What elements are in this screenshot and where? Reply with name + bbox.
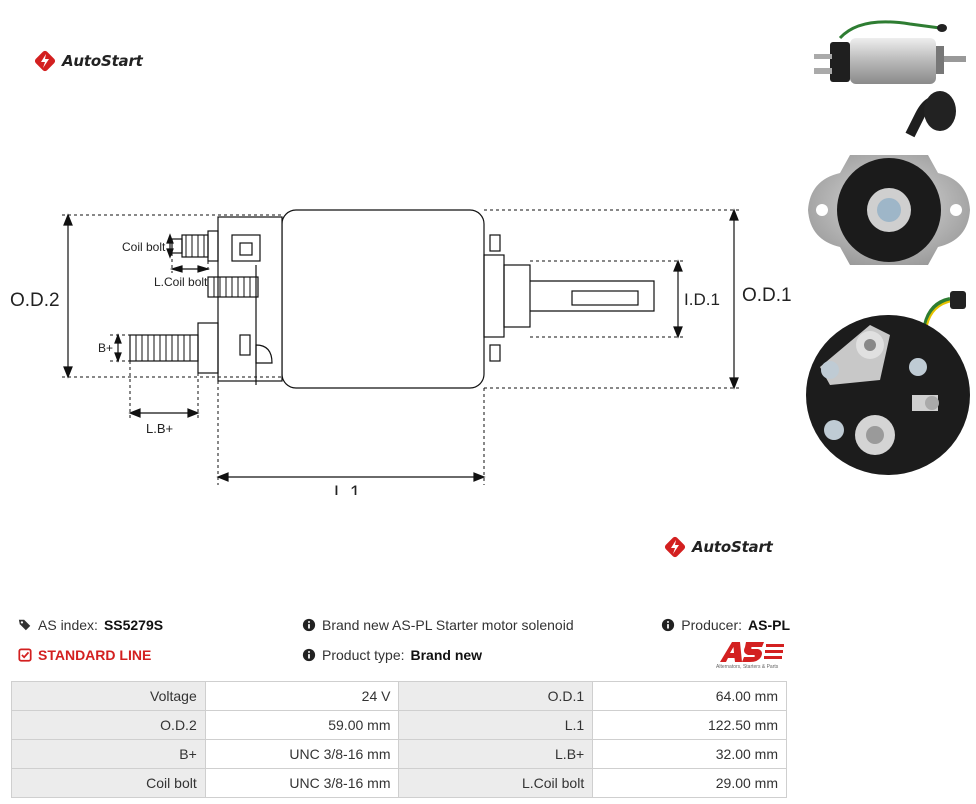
as-index: AS index: SS5279S bbox=[18, 617, 163, 633]
spec-label: Coil bolt bbox=[11, 768, 206, 798]
producer-value: AS-PL bbox=[748, 617, 790, 633]
info-icon bbox=[302, 618, 316, 632]
coil-bolt-label: Coil bolt bbox=[122, 240, 166, 254]
product-type-value: Brand new bbox=[410, 647, 483, 663]
spec-value: 64.00 mm bbox=[592, 681, 787, 711]
spec-label: Voltage bbox=[11, 681, 206, 711]
spec-value: 29.00 mm bbox=[592, 768, 787, 798]
l1-label: L.1 bbox=[334, 483, 360, 495]
l-b-plus-label: L.B+ bbox=[146, 421, 173, 436]
as-index-label: AS index: bbox=[38, 617, 98, 633]
spec-value: 32.00 mm bbox=[592, 739, 787, 769]
spec-value: 122.50 mm bbox=[592, 710, 787, 740]
as-pl-logo: Alternators, Starters & Parts bbox=[716, 640, 792, 672]
spec-label: L.Coil bolt bbox=[398, 768, 594, 798]
tags-icon bbox=[18, 619, 31, 631]
product-type-label: Product type: bbox=[322, 647, 405, 663]
spec-value: 59.00 mm bbox=[204, 710, 400, 740]
l-coil-bolt-label: L.Coil bolt bbox=[154, 275, 208, 289]
info-icon bbox=[302, 648, 316, 662]
product-photo-front bbox=[808, 91, 970, 265]
info-icon bbox=[662, 618, 675, 632]
b-plus-label: B+ bbox=[98, 341, 113, 355]
product-photo-rear bbox=[806, 291, 970, 475]
brand-name: AutoStart bbox=[62, 52, 143, 70]
spec-label: O.D.2 bbox=[11, 710, 206, 740]
brand-name: AutoStart bbox=[692, 538, 773, 556]
spec-label: L.1 bbox=[398, 710, 594, 740]
product-photo-side bbox=[814, 20, 966, 84]
check-square-icon bbox=[18, 648, 32, 662]
spec-label: B+ bbox=[11, 739, 206, 769]
id1-label: I.D.1 bbox=[684, 290, 720, 309]
spec-label: O.D.1 bbox=[398, 681, 594, 711]
product-description: Brand new AS-PL Starter motor solenoid bbox=[302, 617, 574, 633]
spec-label: L.B+ bbox=[398, 739, 594, 769]
standard-line-badge: STANDARD LINE bbox=[18, 647, 151, 663]
autostart-logo-icon bbox=[664, 536, 686, 558]
spec-value: UNC 3/8-16 mm bbox=[204, 739, 400, 769]
autostart-logo-icon bbox=[34, 50, 56, 72]
producer: Producer: AS-PL bbox=[661, 617, 790, 633]
brand-logo-bottom: AutoStart bbox=[664, 536, 773, 558]
technical-drawing: Coil bolt L.Coil bolt B+ L.B+ O.D.2 O.D.… bbox=[10, 208, 792, 495]
product-description-text: Brand new AS-PL Starter motor solenoid bbox=[322, 617, 574, 633]
product-type: Product type: Brand new bbox=[302, 647, 482, 663]
spec-value: 24 V bbox=[204, 681, 400, 711]
as-pl-tagline: Alternators, Starters & Parts bbox=[716, 664, 779, 670]
as-pl-logo-icon bbox=[720, 642, 784, 662]
brand-logo-top: AutoStart bbox=[34, 50, 143, 72]
producer-label: Producer: bbox=[681, 617, 742, 633]
spec-value: UNC 3/8-16 mm bbox=[204, 768, 400, 798]
as-index-value: SS5279S bbox=[103, 617, 164, 633]
od2-label: O.D.2 bbox=[10, 290, 60, 311]
standard-line-label: STANDARD LINE bbox=[38, 647, 152, 663]
od1-label: O.D.1 bbox=[742, 285, 792, 306]
